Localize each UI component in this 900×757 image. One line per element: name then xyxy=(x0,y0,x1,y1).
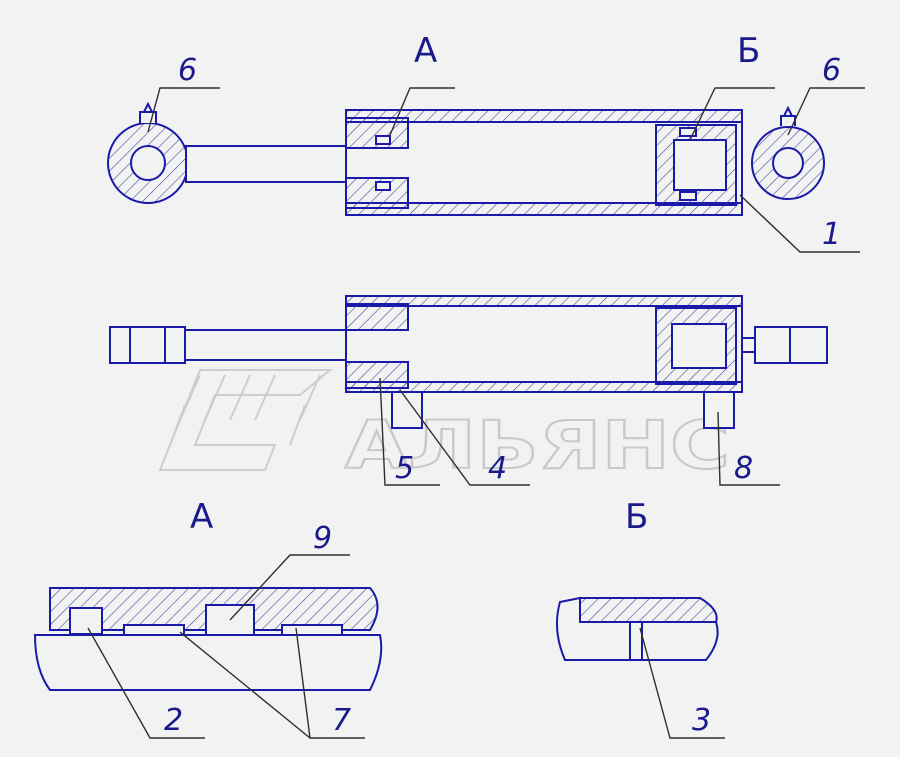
detail-b xyxy=(555,596,719,661)
detail-a xyxy=(33,587,383,691)
cylinder-top-view xyxy=(107,101,825,216)
port-right xyxy=(703,391,735,429)
callout-5: 5 xyxy=(395,451,414,486)
callout-9: 9 xyxy=(313,521,332,556)
seal-9 xyxy=(205,604,255,636)
callout-6-right: 6 xyxy=(822,53,841,88)
port-left xyxy=(391,391,423,429)
left-eye-mount xyxy=(107,101,189,204)
view-label-b-detail: Б xyxy=(625,497,648,537)
callout-2: 2 xyxy=(164,703,183,738)
callout-7: 7 xyxy=(332,703,351,738)
callout-3: 3 xyxy=(692,703,711,738)
callout-6-left: 6 xyxy=(178,53,197,88)
callout-4: 4 xyxy=(488,451,507,486)
right-eye-mount xyxy=(751,105,825,200)
seal-2 xyxy=(69,607,103,635)
callout-8: 8 xyxy=(734,451,753,486)
rod-end-left xyxy=(109,326,186,364)
view-label-b-top: Б xyxy=(737,31,760,71)
view-label-a-detail: А xyxy=(190,497,213,537)
callout-1: 1 xyxy=(822,217,841,252)
leader-lines xyxy=(87,87,865,739)
cylinder-side-view xyxy=(109,295,828,429)
retaining-ring-3 xyxy=(629,621,643,661)
view-label-a-top: А xyxy=(414,31,437,71)
watermark-logo xyxy=(158,369,333,471)
